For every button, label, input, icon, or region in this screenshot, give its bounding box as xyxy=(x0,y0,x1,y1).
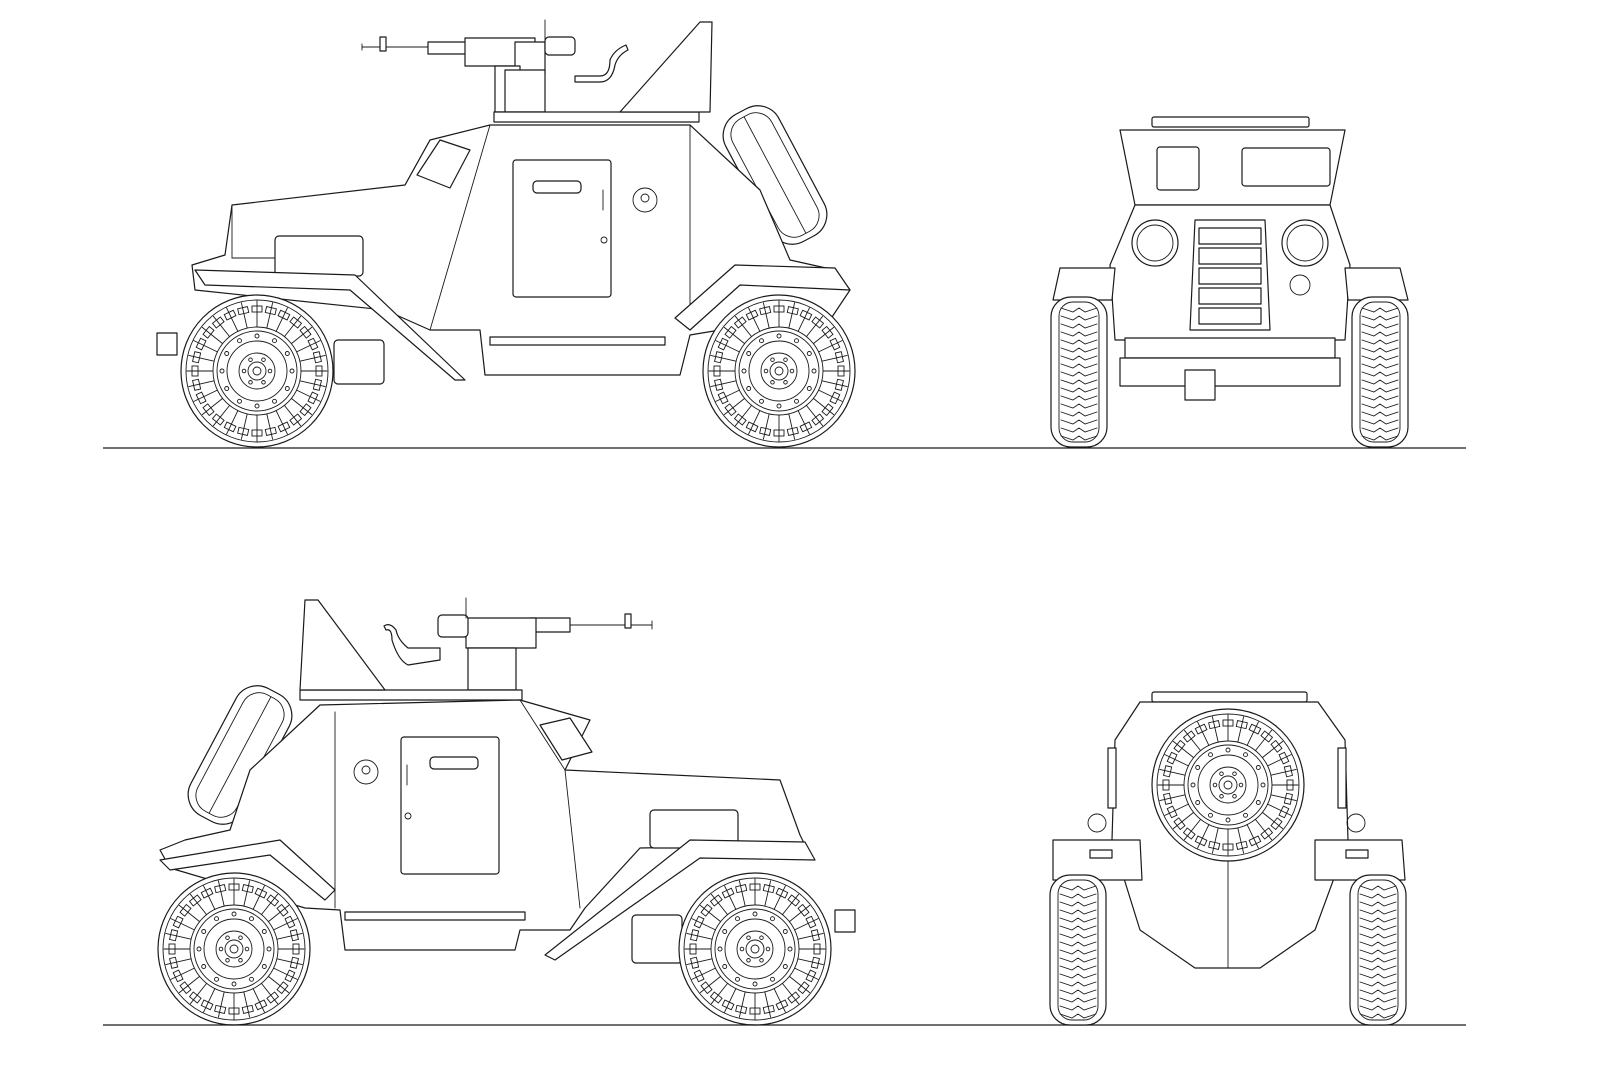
headlight-right xyxy=(1281,219,1329,267)
rear-tire-left xyxy=(1049,874,1107,1026)
pistol-port-left xyxy=(632,187,658,213)
side-door-left xyxy=(512,159,612,298)
visor-left xyxy=(416,139,471,189)
headlight-left xyxy=(1131,219,1179,267)
rear-fender-left xyxy=(194,269,466,381)
front-visor-right xyxy=(1241,147,1331,187)
rear-spare-wheel xyxy=(1151,708,1305,862)
front-view xyxy=(1050,116,1409,448)
side-door-right xyxy=(400,736,500,875)
front-tire-left xyxy=(1050,296,1108,448)
front-tire-right xyxy=(1351,296,1409,448)
gun-shield-right xyxy=(299,599,386,691)
front-visor-left xyxy=(1156,146,1200,191)
visor-right xyxy=(539,717,593,761)
front-fender-left xyxy=(674,264,851,331)
rear-wheel-right xyxy=(678,872,832,1026)
front-wheel-right xyxy=(157,872,311,1026)
front-fender-right xyxy=(159,839,336,901)
gun-shield-left xyxy=(619,21,713,113)
machine-gun-left xyxy=(361,19,700,123)
rear-wheel-left xyxy=(180,294,334,448)
left-side-view xyxy=(156,19,856,448)
front-wheel-left xyxy=(702,294,856,448)
toolbox-left xyxy=(274,235,364,277)
pistol-port-right xyxy=(353,759,379,785)
rear-view xyxy=(1049,691,1407,1026)
machine-gun-right xyxy=(299,597,653,701)
front-bumper xyxy=(1124,337,1336,359)
rear-fender-right xyxy=(544,839,816,961)
right-side-view xyxy=(157,597,856,1026)
rear-tire-right xyxy=(1349,874,1407,1026)
